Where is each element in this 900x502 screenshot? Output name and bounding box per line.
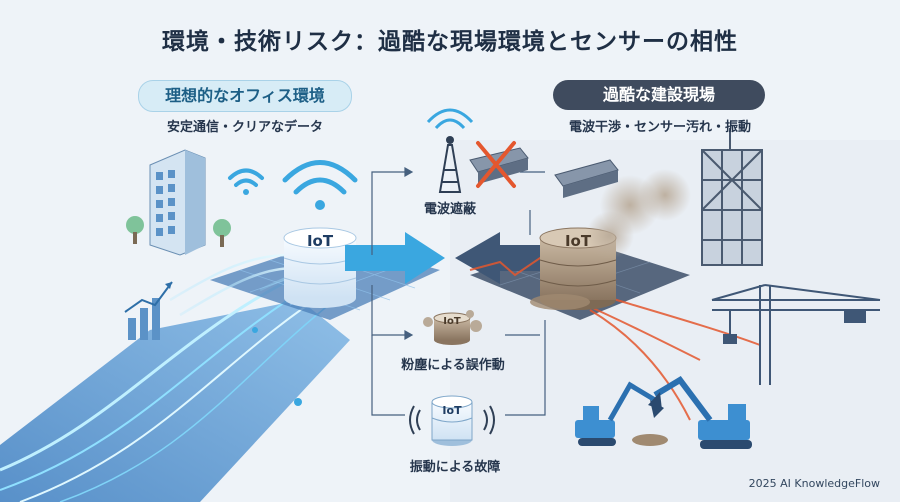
radio-tower-icon: [426, 108, 474, 193]
office-building-icon: [126, 149, 231, 256]
ideal-office-heading: 理想的なオフィス環境: [138, 80, 352, 112]
iot-database-left: [283, 227, 357, 308]
excavator-icon-right: [648, 376, 752, 449]
blocked-x-icon: [476, 141, 516, 188]
arrow-left-icon: [455, 232, 560, 284]
harsh-site-subheading: 電波干渉・センサー汚れ・振動: [568, 120, 751, 135]
vibrating-sensor-icon: [409, 395, 495, 446]
iot-label-left: IoT: [306, 232, 334, 250]
ideal-office-subheading: 安定通信・クリアなデータ: [166, 120, 323, 135]
page-title: 環境・技術リスク：過酷な現場環境とセンサーの相性: [162, 29, 738, 55]
connector-lines: [371, 166, 546, 416]
growth-chart-icon: [124, 281, 173, 340]
dusty-sensor-icon: [423, 310, 482, 345]
footer-credit: 2025 AI KnowledgeFlow: [748, 477, 880, 490]
harsh-site-heading: 過酷な建設現場: [553, 80, 765, 110]
network-nodes: [252, 201, 324, 406]
construction-building-icon: [701, 128, 763, 266]
iot-label-vibe: IoT: [442, 404, 462, 417]
arrow-right-icon: [345, 232, 445, 284]
steel-beam-icon-right: [554, 159, 619, 198]
risk-label-vibration: 振動による故障: [409, 460, 501, 475]
dirt-pile: [632, 434, 668, 446]
wifi-icon-small: [228, 168, 264, 195]
dust-cloud: [586, 169, 691, 259]
iot-label-dust: IoT: [443, 316, 461, 327]
risk-label-radio-block: 電波遮蔽: [423, 202, 476, 217]
crane-icon: [711, 284, 881, 385]
risk-label-dust: 粉塵による誤作動: [401, 358, 505, 373]
iot-label-right: IoT: [564, 232, 592, 250]
